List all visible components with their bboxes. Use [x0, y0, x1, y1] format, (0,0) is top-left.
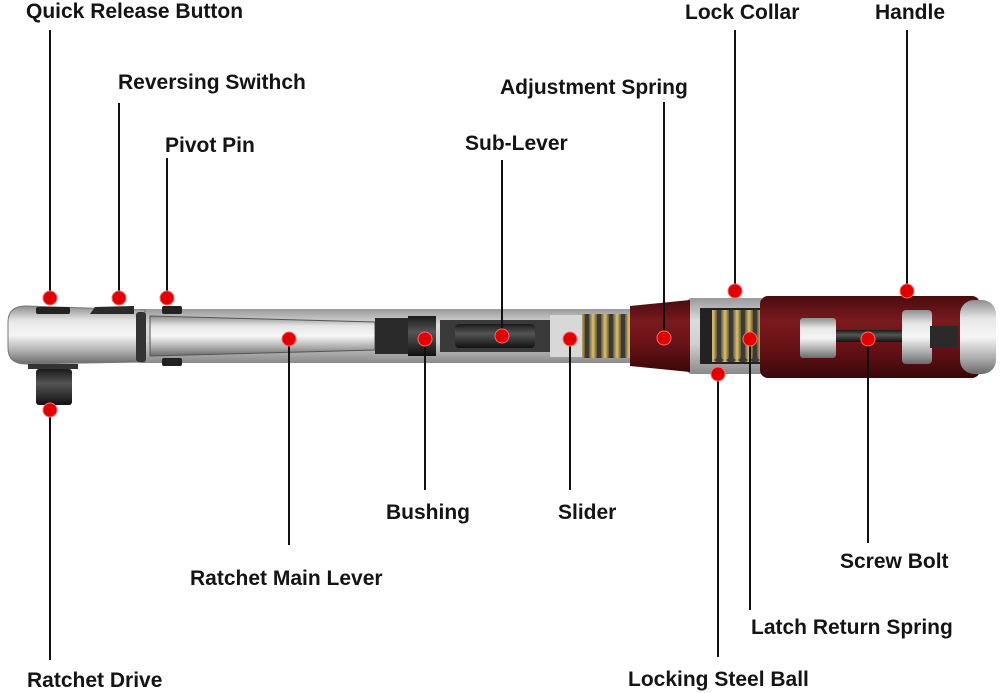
leader-lines [49, 30, 908, 660]
label-ratchet-main-lever: Ratchet Main Lever [190, 567, 383, 590]
marker-bushing [417, 331, 433, 347]
ratchet-head [7, 305, 182, 405]
label-reversing-switch: Reversing Swithch [118, 71, 306, 94]
marker-ratchet-main-lever [281, 331, 297, 347]
label-slider: Slider [558, 501, 617, 524]
marker-sub-lever [494, 328, 510, 344]
marker-reversing-switch [111, 290, 127, 306]
marker-adjustment-spring [656, 330, 672, 346]
label-handle: Handle [875, 1, 946, 24]
markers [42, 283, 915, 418]
marker-ratchet-drive [42, 402, 58, 418]
marker-locking-steel-ball [710, 366, 726, 382]
marker-pivot-pin [159, 290, 175, 306]
label-locking-steel-ball: Locking Steel Ball [628, 668, 809, 691]
marker-lock-collar [727, 283, 743, 299]
label-quick-release-button: Quick Release Button [26, 0, 244, 23]
label-pivot-pin: Pivot Pin [165, 134, 255, 157]
handle-part [630, 296, 996, 378]
marker-quick-release-button [42, 290, 58, 306]
label-screw-bolt: Screw Bolt [840, 550, 949, 573]
label-latch-return-spring: Latch Return Spring [751, 616, 953, 639]
marker-screw-bolt [860, 331, 876, 347]
marker-slider [562, 331, 578, 347]
label-bushing: Bushing [386, 501, 470, 524]
label-adjustment-spring: Adjustment Spring [500, 76, 688, 99]
label-lock-collar: Lock Collar [685, 1, 800, 24]
label-sub-lever: Sub-Lever [465, 132, 568, 155]
marker-handle [899, 283, 915, 299]
marker-latch-return-spring [742, 331, 758, 347]
label-ratchet-drive: Ratchet Drive [27, 669, 163, 692]
